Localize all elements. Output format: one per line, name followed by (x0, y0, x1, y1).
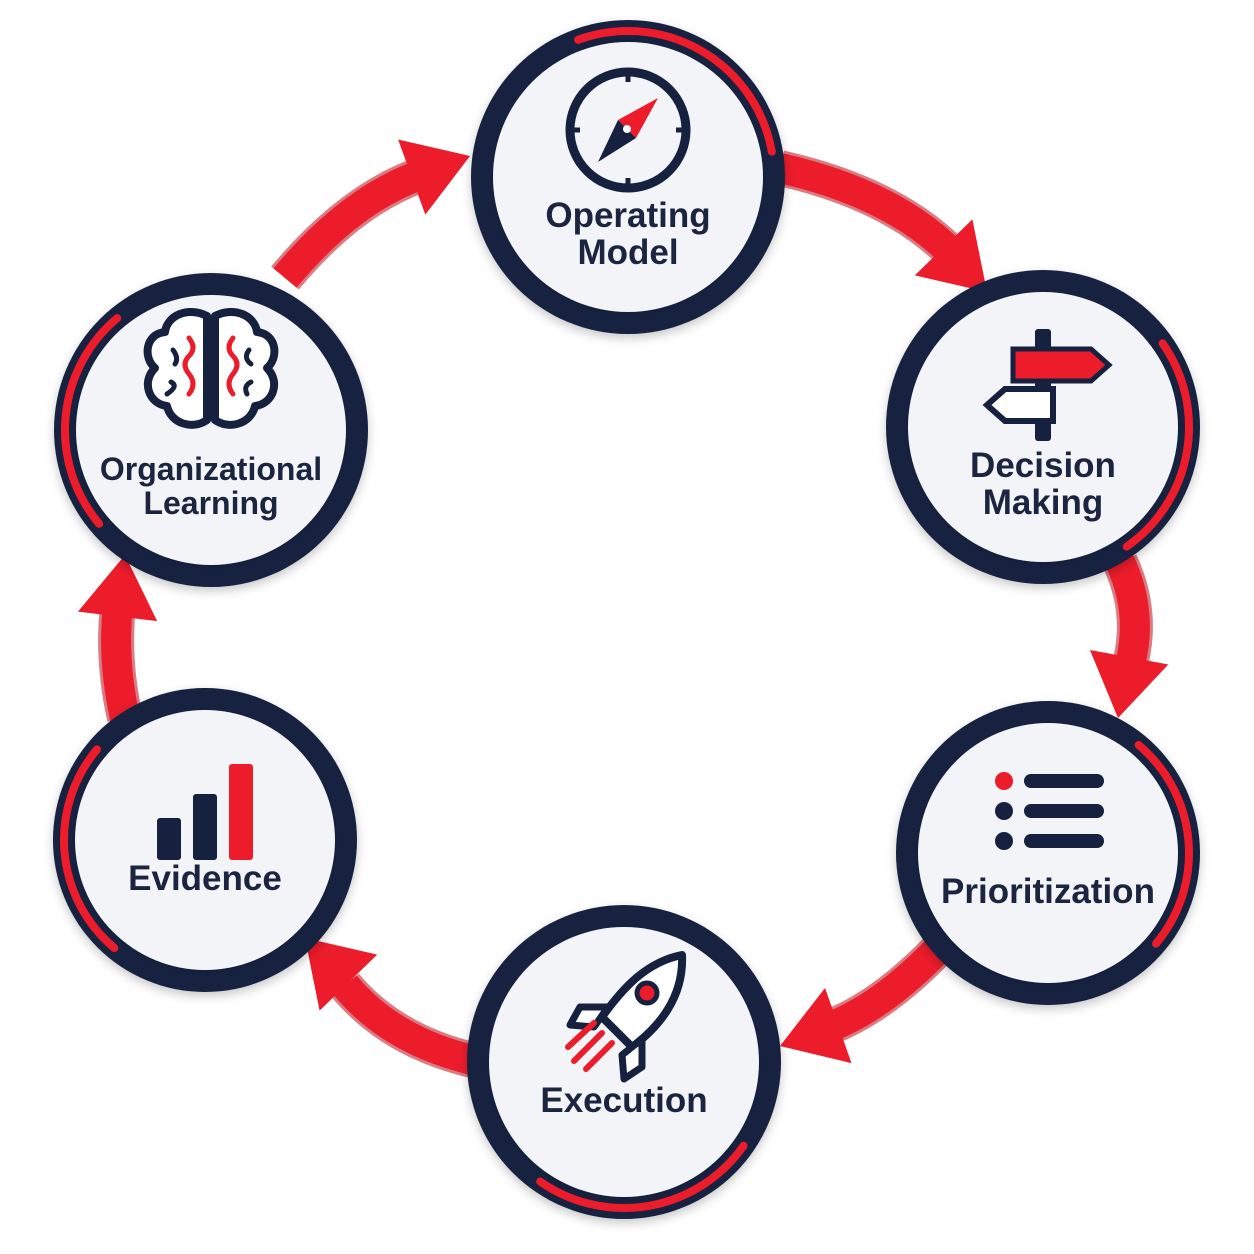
node-label: Making (983, 483, 1104, 522)
arrow-head (77, 555, 158, 622)
node-evidence: Evidence (53, 688, 357, 992)
arrow-learning-to-operating (271, 139, 470, 290)
list-icon (995, 772, 1104, 850)
arrow-execution-to-evidence (305, 938, 477, 1078)
node-execution: Execution (467, 905, 781, 1219)
node-accent-arc (574, 27, 776, 156)
rocket-icon (565, 951, 687, 1083)
node-label: Decision (970, 446, 1116, 485)
arrow-decision-to-prioritization (1089, 554, 1169, 718)
node-face (76, 295, 346, 565)
node-label: Learning (143, 485, 278, 521)
node-label: Organizational (100, 451, 322, 487)
brain-icon (143, 308, 279, 429)
node-face (918, 723, 1178, 983)
arrow-head (305, 938, 378, 1011)
node-prioritization: Prioritization (896, 701, 1200, 1005)
node-accent-arc (1122, 339, 1193, 551)
arrow-head (398, 139, 470, 215)
arrow-evidence-to-learning (77, 555, 158, 722)
cycle-nodes: OperatingModelDecisionMakingPrioritizati… (53, 20, 1200, 1219)
arrow-head (1089, 650, 1169, 718)
node-accent-arc (60, 745, 119, 953)
node-label: Execution (540, 1081, 707, 1120)
bar-chart-icon (157, 764, 253, 860)
node-label: Operating (545, 196, 710, 235)
signpost-icon (982, 329, 1113, 441)
node-accent-arc (61, 314, 122, 528)
node-accent-arc (536, 1141, 748, 1212)
arrow-head (914, 219, 987, 292)
flow-arrows (77, 139, 1169, 1078)
node-label: Prioritization (941, 872, 1155, 911)
compass-icon (565, 67, 691, 193)
arrow-operating-to-decision (776, 150, 987, 292)
node-face (493, 42, 763, 312)
arrow-head (780, 987, 852, 1064)
node-label: Evidence (128, 859, 282, 898)
node-accent-arc (1134, 740, 1193, 948)
node-label: Model (577, 233, 678, 272)
arrow-prioritization-to-execution (780, 934, 954, 1064)
